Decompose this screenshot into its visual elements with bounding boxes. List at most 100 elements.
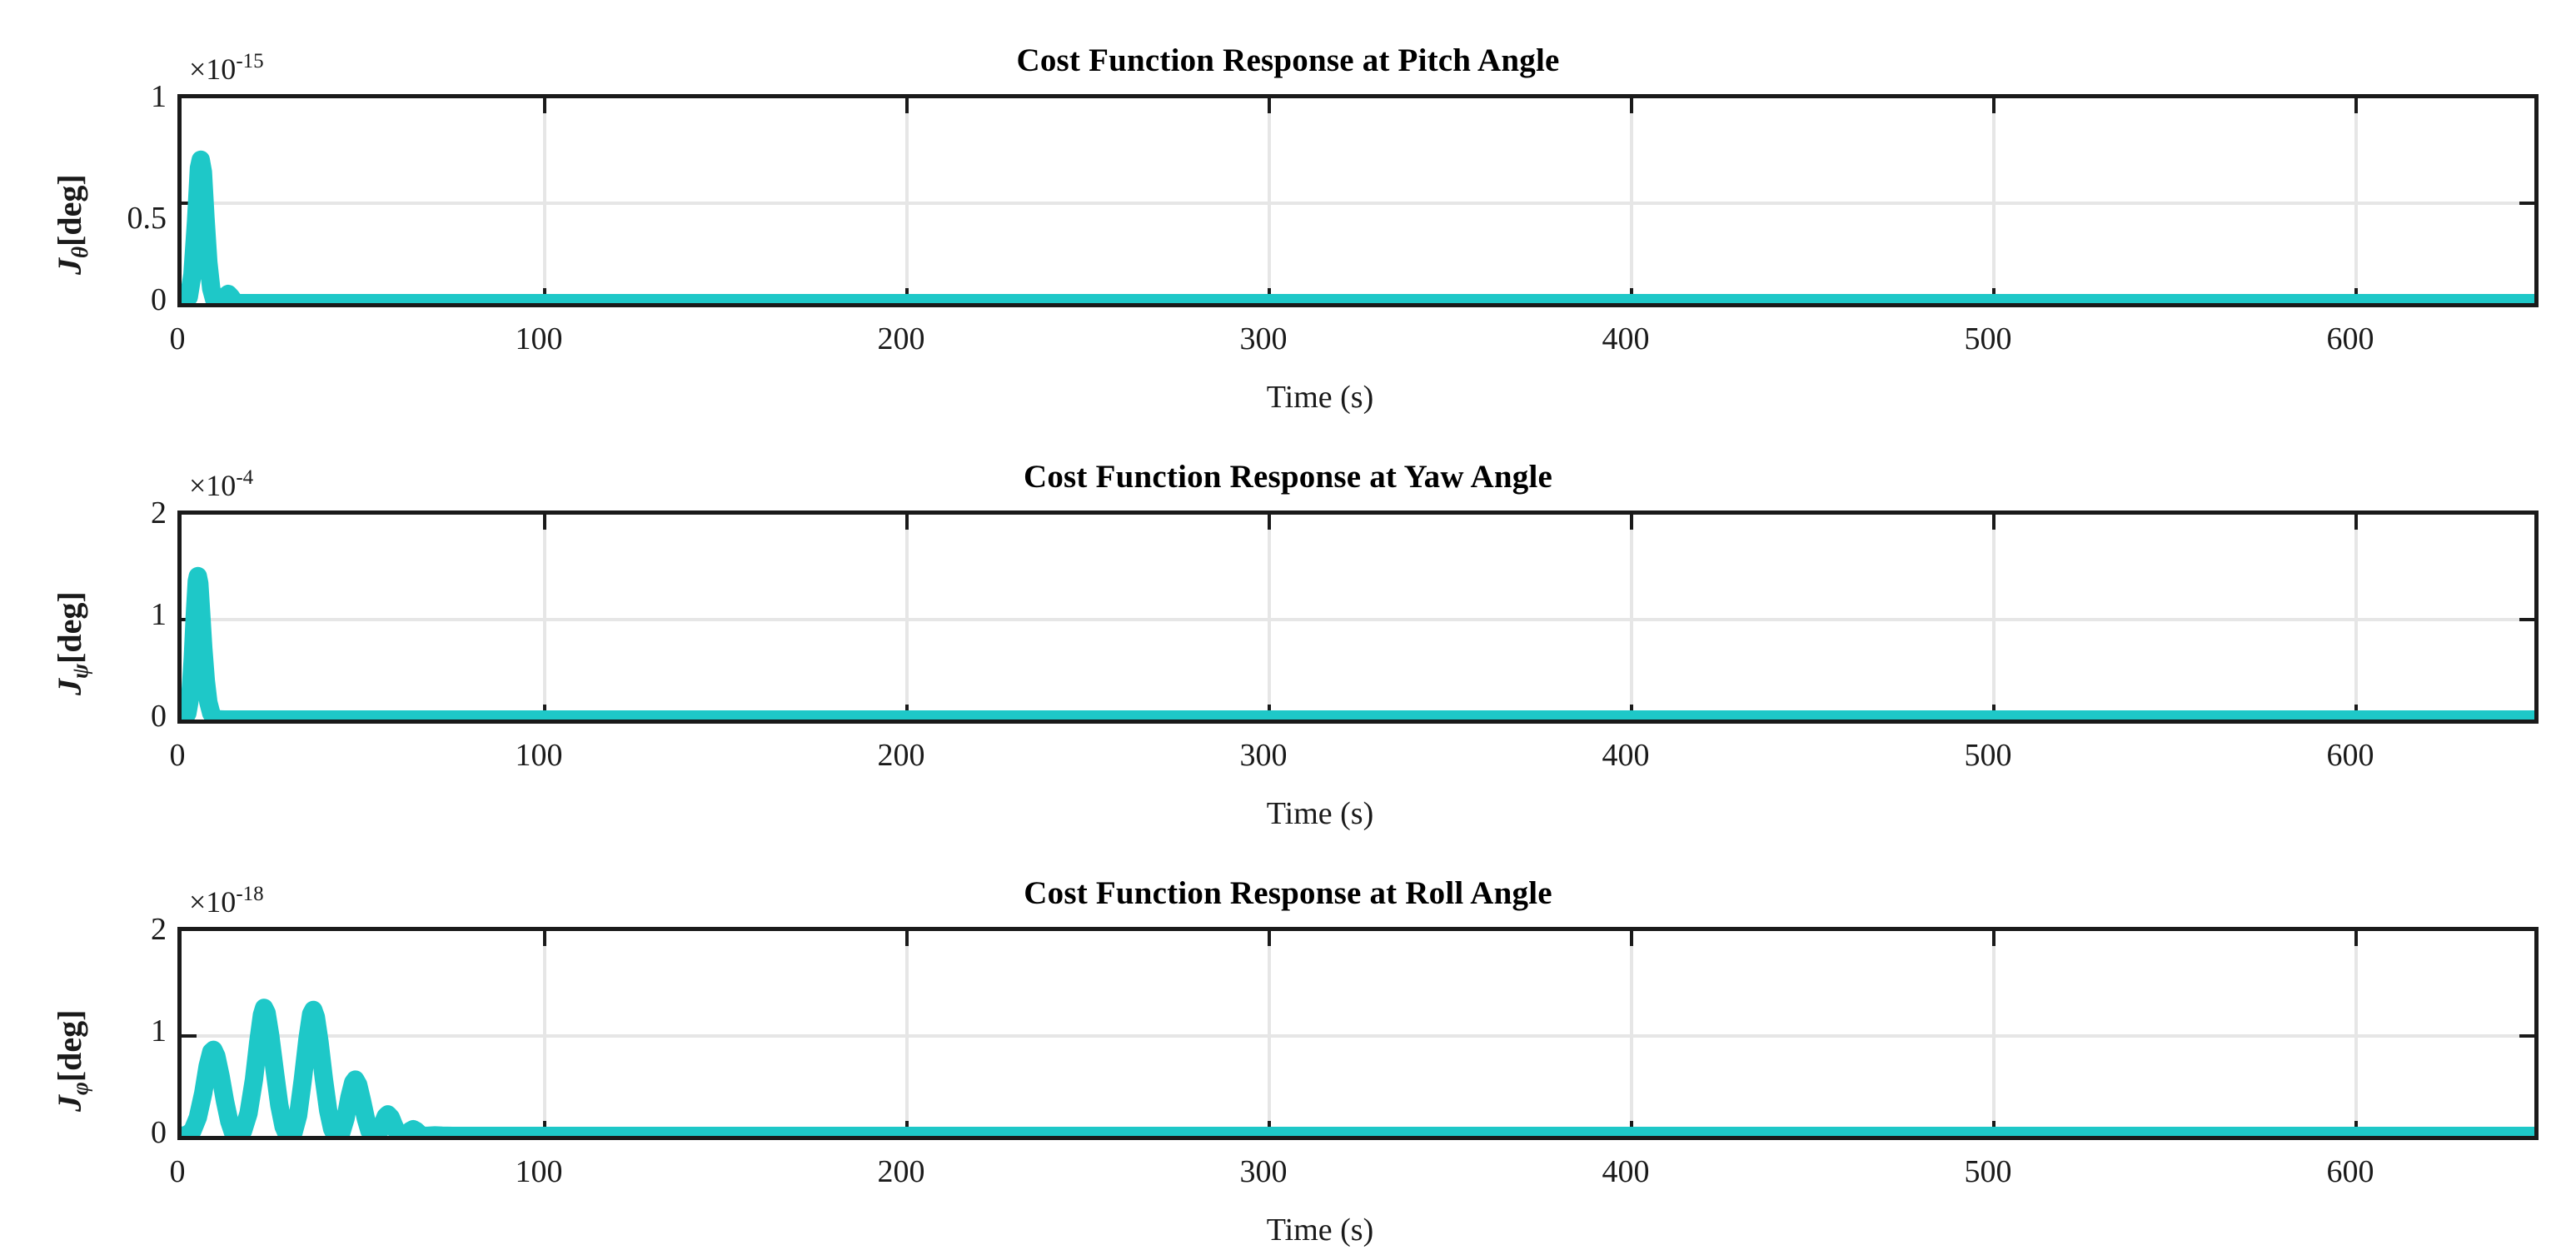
xtick-label: 100 [515, 1154, 563, 1189]
gridline-vertical [905, 931, 909, 1136]
x-axis-tick [905, 931, 909, 946]
series-curve-roll [182, 931, 2534, 1136]
xtick-label: 200 [877, 738, 925, 773]
y-exponent-base: ×10 [189, 468, 237, 502]
subplot-yaw: Cost Function Response at Yaw Angle ×10-… [0, 416, 2576, 833]
xtick-label: 500 [1964, 321, 2012, 356]
xtick-label: 100 [515, 738, 563, 773]
y-axis-label-sub: ψ [67, 663, 93, 679]
x-axis-tick [543, 515, 546, 530]
gridline-horizontal [182, 618, 2534, 621]
x-axis-tick [1268, 515, 1271, 530]
x-axis-tick [1992, 931, 1996, 946]
plot-area-yaw[interactable] [177, 510, 2539, 724]
x-axis-tick [1630, 98, 1633, 113]
y-axis-label-unit: [deg] [51, 174, 88, 247]
x-axis-label-roll: Time (s) [1266, 1213, 1374, 1248]
xtick-label: 500 [1964, 738, 2012, 773]
plot-area-roll[interactable] [177, 927, 2539, 1140]
xtick-label: 400 [1602, 1154, 1650, 1189]
ytick-label: 1 [151, 79, 167, 114]
subplot-title-roll: Cost Function Response at Roll Angle [1024, 875, 1552, 911]
subplot-pitch: Cost Function Response at Pitch Angle ×1… [0, 0, 2576, 416]
subplot-title-pitch: Cost Function Response at Pitch Angle [1016, 42, 1560, 78]
gridline-vertical [1630, 515, 1633, 720]
gridline-vertical [2354, 931, 2358, 1136]
x-axis-tick [905, 515, 909, 530]
gridline-vertical [1268, 515, 1271, 720]
x-axis-tick [1992, 515, 1996, 530]
xtick-label: 400 [1602, 738, 1650, 773]
series-polyline [182, 160, 2534, 303]
xtick-label: 200 [877, 321, 925, 356]
x-axis-label-yaw: Time (s) [1266, 796, 1374, 831]
xtick-label: 300 [1239, 321, 1288, 356]
y-axis-label-yaw: Jψ[deg] [50, 591, 93, 695]
x-axis-tick [1630, 515, 1633, 530]
xtick-label: 100 [515, 321, 563, 356]
y-axis-label-pitch: Jθ[deg] [50, 174, 93, 275]
x-axis-tick [1268, 931, 1271, 946]
x-axis-tick [1268, 98, 1271, 113]
y-exponent-power: -15 [236, 50, 264, 72]
y-axis-label-sub: φ [67, 1082, 93, 1095]
xtick-label: 0 [169, 1154, 186, 1189]
x-axis-tick [2354, 98, 2358, 113]
x-axis-tick [1992, 98, 1996, 113]
x-axis-tick [2354, 931, 2358, 946]
gridline-vertical [1630, 931, 1633, 1136]
ytick-label: 1 [151, 597, 167, 632]
y-axis-label-unit: [deg] [51, 591, 88, 664]
gridline-vertical [543, 98, 546, 303]
xtick-label: 600 [2326, 321, 2374, 356]
xtick-label: 600 [2326, 738, 2374, 773]
gridline-vertical [2354, 515, 2358, 720]
gridline-vertical [1992, 98, 1996, 303]
series-polyline [182, 576, 2534, 720]
x-axis-tick [2354, 515, 2358, 530]
ytick-label: 0 [151, 1115, 167, 1150]
ytick-label: 0 [151, 282, 167, 317]
series-polyline [182, 1008, 2534, 1136]
y-axis-label-unit: [deg] [51, 1009, 88, 1083]
xtick-label: 0 [169, 738, 186, 773]
gridline-vertical [905, 515, 909, 720]
y-exponent-power: -18 [236, 883, 264, 905]
y-axis-label-roll: Jφ[deg] [50, 1010, 93, 1112]
y-axis-label-base: J [51, 679, 88, 695]
xtick-label: 400 [1602, 321, 1650, 356]
gridline-vertical [543, 515, 546, 720]
y-axis-tick [182, 1034, 197, 1038]
y-axis-label-base: J [51, 258, 88, 275]
series-curve-yaw [182, 515, 2534, 720]
x-axis-tick [1630, 931, 1633, 946]
y-axis-label-base: J [51, 1095, 88, 1112]
y-exponent-power: -4 [236, 466, 254, 489]
subplot-title-yaw: Cost Function Response at Yaw Angle [1023, 459, 1553, 495]
y-exponent-roll: ×10-18 [189, 883, 264, 919]
xtick-label: 300 [1239, 1154, 1288, 1189]
plot-area-pitch[interactable] [177, 94, 2539, 307]
x-axis-tick [543, 98, 546, 113]
subplot-roll: Cost Function Response at Roll Angle ×10… [0, 833, 2576, 1250]
gridline-vertical [1630, 98, 1633, 303]
xtick-label: 300 [1239, 738, 1288, 773]
gridline-vertical [543, 931, 546, 1136]
xtick-label: 0 [169, 321, 186, 356]
ytick-label: 0 [151, 699, 167, 734]
xtick-label: 500 [1964, 1154, 2012, 1189]
gridline-vertical [1992, 931, 1996, 1136]
gridline-vertical [2354, 98, 2358, 303]
y-exponent-yaw: ×10-4 [189, 466, 253, 503]
y-axis-tick [2519, 1034, 2534, 1038]
x-axis-label-pitch: Time (s) [1266, 380, 1374, 415]
gridline-vertical [1268, 98, 1271, 303]
x-axis-tick [543, 931, 546, 946]
ytick-label: 2 [151, 912, 167, 947]
ytick-label: 1 [151, 1013, 167, 1048]
ytick-label: 0.5 [127, 201, 167, 236]
y-axis-label-sub: θ [67, 246, 93, 258]
y-exponent-base: ×10 [189, 52, 237, 86]
xtick-label: 600 [2326, 1154, 2374, 1189]
